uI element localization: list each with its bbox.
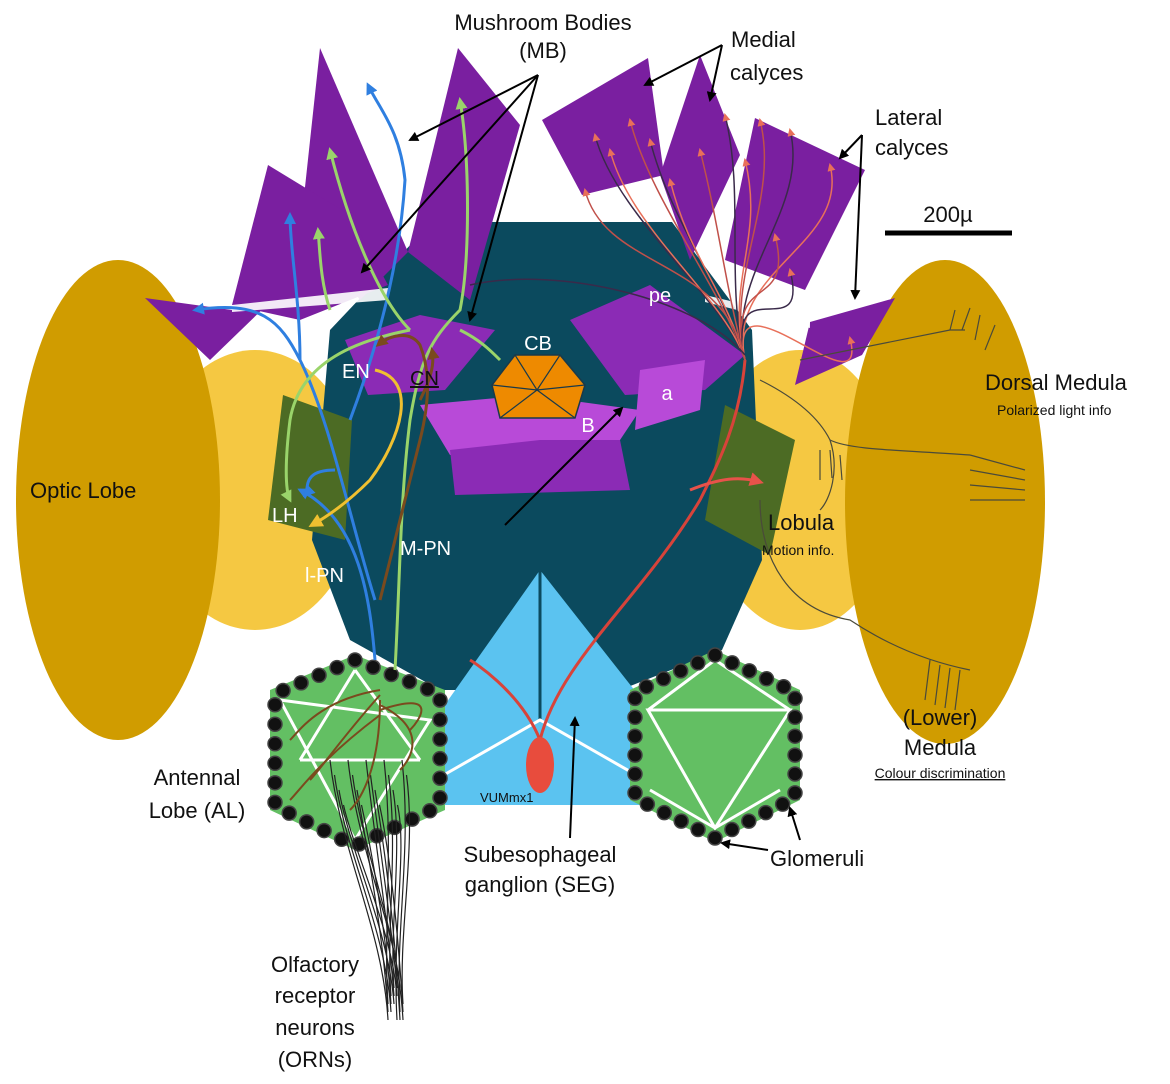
glomerulus-dot [691, 823, 705, 837]
glomerulus-dot [402, 675, 416, 689]
glomerulus-dot [691, 656, 705, 670]
glomerulus-dot [776, 797, 790, 811]
glomerulus-dot [330, 661, 344, 675]
lower-medula-label-2: Medula [904, 735, 977, 760]
glomerulus-dot [628, 767, 642, 781]
mushroom-bodies-label-2: (MB) [519, 38, 567, 63]
glomerulus-dot [268, 776, 282, 790]
glomerulus-dot [628, 786, 642, 800]
glomerulus-dot [742, 814, 756, 828]
l-pn-label: l-PN [305, 565, 344, 587]
glomerulus-dot [282, 806, 296, 820]
medial-calyces-label-2: calyces [730, 60, 803, 85]
right-antennal-lobe [630, 650, 800, 842]
glomerulus-dot [300, 815, 314, 829]
glomerulus-dot [387, 820, 401, 834]
glomerulus-dot [674, 814, 688, 828]
lateral-calyces-label-2: calyces [875, 135, 948, 160]
lobula-sub: Motion info. [762, 542, 834, 558]
glomerulus-dot [725, 823, 739, 837]
seg-label-2: ganglion (SEG) [465, 872, 615, 897]
glomerulus-dot [268, 756, 282, 770]
glomerulus-dot [708, 831, 722, 845]
glomerulus-dot [628, 691, 642, 705]
glomerulus-dot [294, 676, 308, 690]
glomerulus-dot [628, 729, 642, 743]
orns-label-2: receptor [275, 983, 356, 1008]
glomerulus-dot [674, 664, 688, 678]
orns-label-4: (ORNs) [278, 1047, 353, 1072]
dorsal-medula-label: Dorsal Medula [985, 370, 1128, 395]
b-label: B [581, 415, 594, 437]
glomerulus-dot [788, 786, 802, 800]
glomerulus-dot [628, 748, 642, 762]
glomerulus-dot [639, 680, 653, 694]
lower-medula-label-1: (Lower) [903, 705, 978, 730]
lh-label: LH [272, 505, 298, 527]
glomerulus-dot [788, 729, 802, 743]
right-optic-lobe [845, 260, 1045, 744]
glomerulus-dot [276, 684, 290, 698]
cb-label: CB [524, 333, 552, 355]
glomerulus-dot [268, 737, 282, 751]
mb-pedunculus [450, 440, 630, 495]
glomerulus-dot [708, 648, 722, 662]
lateral-calyces-label-1: Lateral [875, 105, 942, 130]
orns-label-1: Olfactory [271, 952, 359, 977]
dorsal-medula-sub: Polarized light info [997, 402, 1112, 418]
glomerulus-dot [268, 795, 282, 809]
glomerulus-dot [268, 698, 282, 712]
cn-label: CN [410, 368, 439, 390]
m-pn-label: M-PN [400, 538, 451, 560]
vummx1-label: VUMmx1 [480, 790, 533, 805]
glomerulus-dot [423, 804, 437, 818]
glomerulus-dot [788, 691, 802, 705]
pe-label: pe [649, 285, 671, 307]
glomerulus-dot [433, 791, 447, 805]
glomerulus-dot [405, 812, 419, 826]
glomerulus-dot [788, 767, 802, 781]
glomerulus-dot [268, 717, 282, 731]
lower-medula-sub: Colour discrimination [875, 765, 1006, 781]
glomerulus-dot [777, 680, 791, 694]
medial-calyces-label-1: Medial [731, 27, 796, 52]
glomerulus-dot [640, 797, 654, 811]
optic-lobe-label: Optic Lobe [30, 478, 136, 503]
glomerulus-dot [433, 752, 447, 766]
glomerulus-dot [628, 710, 642, 724]
glomerulus-dot [725, 656, 739, 670]
scale-bar-label: 200µ [923, 202, 973, 227]
mushroom-bodies-label-1: Mushroom Bodies [454, 10, 631, 35]
glomerulus-dot [759, 672, 773, 686]
seg-label-1: Subesophageal [464, 842, 617, 867]
glomerulus-dot [348, 653, 362, 667]
glomerulus-dot [312, 668, 326, 682]
glomerulus-dot [433, 693, 447, 707]
a-label: a [661, 383, 673, 405]
glomerulus-dot [657, 806, 671, 820]
glomerulus-dot [317, 824, 331, 838]
glomerulus-dot [433, 713, 447, 727]
glomerulus-dot [366, 660, 380, 674]
orns-label-3: neurons [275, 1015, 355, 1040]
glomerulus-dot [742, 664, 756, 678]
glomerulus-dot [421, 682, 435, 696]
lobula-label: Lobula [768, 510, 835, 535]
glomerulus-dot [759, 806, 773, 820]
glomerulus-dot [788, 710, 802, 724]
glomerulus-dot [788, 748, 802, 762]
glomeruli-label: Glomeruli [770, 846, 864, 871]
glomerulus-dot [433, 771, 447, 785]
en-label: EN [342, 361, 370, 383]
antennal-lobe-label-2: Lobe (AL) [149, 798, 246, 823]
glomerulus-dot [657, 672, 671, 686]
glomerulus-dot [433, 732, 447, 746]
antennal-lobe-label-1: Antennal [154, 765, 241, 790]
